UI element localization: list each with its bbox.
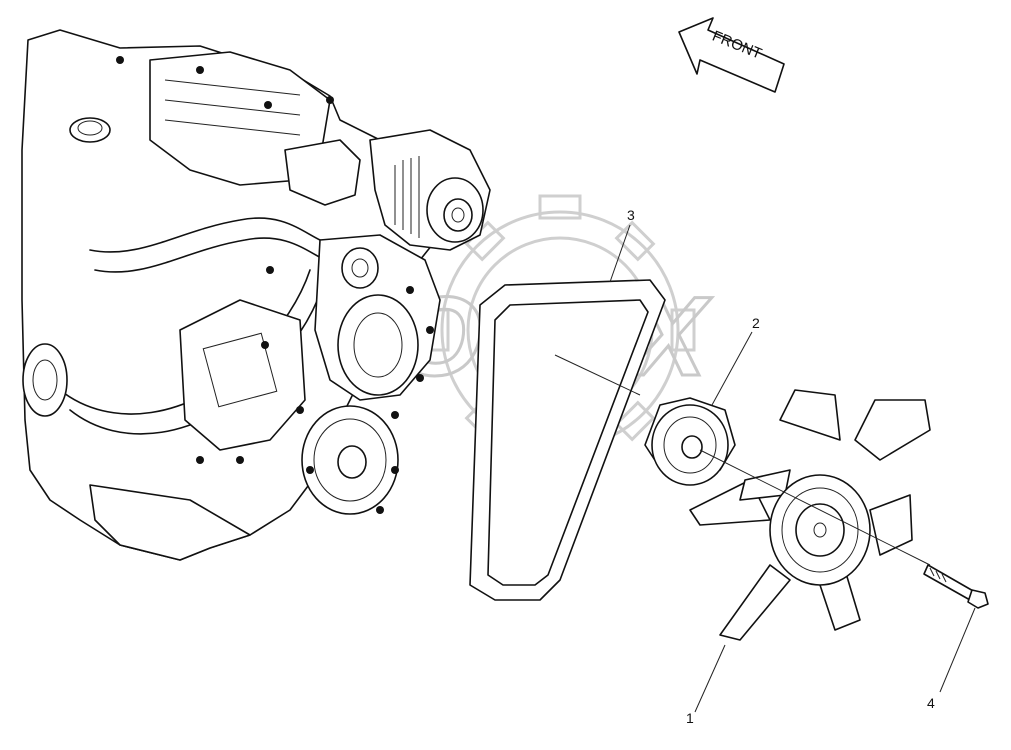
callout-3: 3	[609, 207, 635, 283]
fan-pulley	[644, 397, 736, 486]
front-label: FRONT	[710, 28, 764, 63]
callout-4: 4	[927, 607, 976, 711]
callout-1: 1	[686, 644, 726, 726]
callout-3-label: 3	[627, 207, 635, 223]
cooling-fan	[689, 389, 931, 641]
callout-2: 2	[711, 315, 760, 406]
v-belt	[469, 279, 666, 601]
fan-bolt	[923, 564, 989, 609]
callout-2-label: 2	[752, 315, 760, 331]
alternator	[369, 129, 491, 251]
crankshaft-pulley	[301, 405, 399, 515]
callout-1-label: 1	[686, 710, 694, 726]
front-direction-arrow: FRONT	[678, 17, 785, 93]
callout-4-label: 4	[927, 695, 935, 711]
engine-block	[21, 29, 491, 561]
